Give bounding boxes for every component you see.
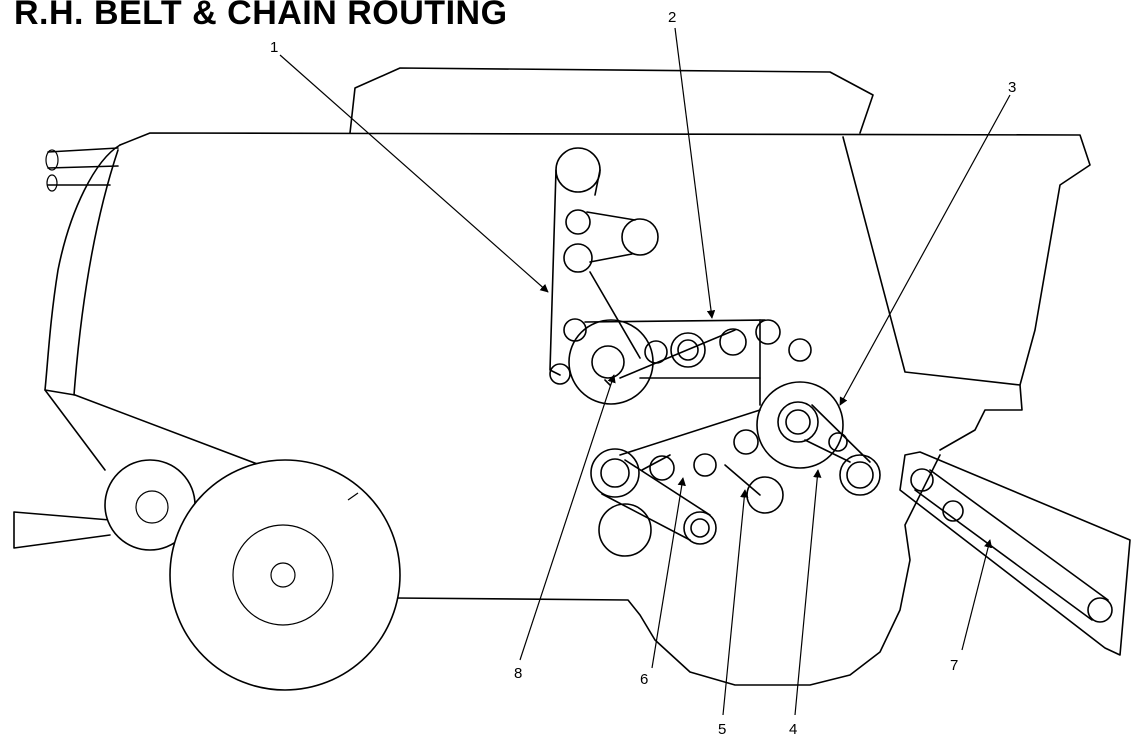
callout-6: 6: [640, 671, 648, 688]
conveyor-elevator: [899, 451, 1131, 656]
right-drive: [733, 381, 881, 496]
callout-leaders: [279, 27, 1011, 716]
upper-belt-drive: [549, 147, 659, 376]
front-tubes: [47, 147, 119, 186]
callout-5: 5: [718, 721, 726, 738]
diagram-title: R.H. BELT & CHAIN ROUTING: [14, 0, 508, 32]
central-drive: [549, 318, 812, 406]
callout-7: 7: [950, 657, 958, 674]
hitch-tongue: [13, 511, 111, 549]
leader-1: [279, 54, 549, 293]
leader-2: [674, 27, 716, 319]
leader-4: [794, 469, 822, 716]
front-curve-inner: [73, 149, 119, 396]
lower-front-frame: [44, 389, 261, 471]
body-bottom-edge: [394, 454, 941, 686]
lower-belt-drive: [590, 409, 784, 557]
callout-8: 8: [514, 665, 522, 682]
callout-labels: 1 2 3 4 5 6 7 8: [270, 9, 1016, 738]
main-wheel: [169, 459, 401, 691]
right-panel: [842, 136, 1021, 386]
leader-3: [839, 94, 1011, 406]
wheels: [104, 459, 401, 691]
callout-2: 2: [668, 9, 676, 26]
body-top-edge: [119, 132, 1091, 451]
leader-5: [722, 489, 749, 716]
callout-1: 1: [270, 39, 278, 56]
leader-8: [519, 374, 616, 661]
callout-3: 3: [1008, 79, 1016, 96]
leader-6: [651, 477, 686, 669]
leader-7: [961, 539, 993, 651]
top-cover: [349, 67, 874, 134]
callout-4: 4: [789, 721, 797, 738]
machine-body: [44, 67, 1091, 686]
